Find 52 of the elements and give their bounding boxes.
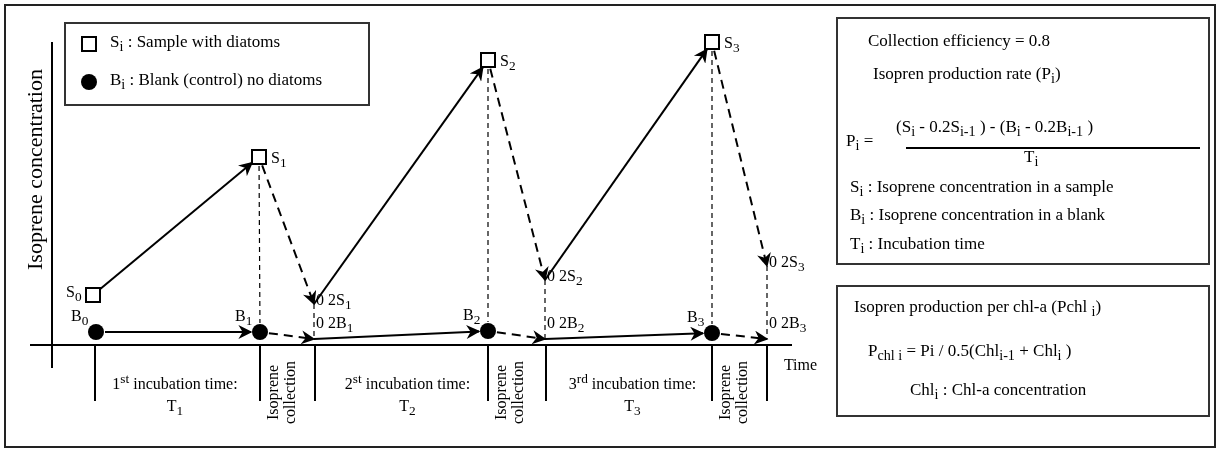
- point-label: 0 2B$_{1}$: [316, 314, 354, 338]
- dashed-drop-line: [544, 279, 546, 340]
- axis-title: Isoprene concentration: [22, 68, 48, 273]
- phase-label: Isoprene collection: [716, 359, 750, 426]
- point-label: B$_{1}$: [235, 307, 253, 331]
- fraction-numerator: (S$_{i}$ - 0.2S$_{i-1}$ ) - (B$_{i}$ - 0.2B$_{i-1}$ ): [896, 117, 1094, 141]
- legend-text: S$_{i}$ : Sample with diatoms: [110, 32, 281, 56]
- definition-text: S$_{i}$ : Isoprene concentration in a sample: [850, 177, 1114, 201]
- arrow: [104, 325, 253, 339]
- arrow: [313, 325, 481, 340]
- dashed-drop-line: [766, 265, 768, 340]
- interval-label: 3$^{rd}$ incubation time: T$_{3}$: [567, 370, 698, 421]
- dashed-arrow: [713, 49, 771, 268]
- definition-text: Chl$_{i}$ : Chl-a concentration: [910, 380, 1087, 404]
- phase-label: Isoprene collection: [264, 359, 298, 426]
- interval-label: 1$^{st}$ incubation time: T$_{1}$: [111, 370, 239, 421]
- panel-text: Collection efficiency = 0.8: [868, 31, 1051, 51]
- formula-text: P$_{chl i}$ = Pi / 0.5(Chl$_{i-1}$ + Chl$_{i}$ ): [868, 341, 1072, 365]
- axis-title: Time: [782, 355, 819, 375]
- dashed-arrow: [719, 330, 769, 345]
- panel-text: Isopren production rate (P$_{i}$): [873, 64, 1061, 88]
- dashed-arrow: [489, 67, 549, 282]
- dashed-drop-line: [258, 165, 261, 324]
- point-label: B$_{3}$: [687, 308, 705, 332]
- point-label: S$_{3}$: [724, 34, 740, 58]
- point-label: 0 2S$_{3}$: [769, 253, 805, 277]
- point-label: S$_{1}$: [271, 149, 287, 173]
- interval-label: 2$^{st}$ incubation time: T$_{2}$: [343, 370, 472, 421]
- point-label: 0 2B$_{3}$: [769, 314, 807, 338]
- dashed-arrow: [495, 330, 547, 345]
- definition-text: B$_{i}$ : Isoprene concentration in a blank: [850, 205, 1106, 229]
- point-label: 0 2B$_{2}$: [547, 314, 585, 338]
- dashed-arrow: [261, 164, 317, 306]
- arrow: [98, 161, 254, 291]
- formula-panel: [836, 285, 1210, 417]
- definition-text: T$_{i}$ : Incubation time: [850, 234, 985, 258]
- point-label: S$_{0}$: [66, 283, 82, 307]
- fraction-denominator: T$_{i}$: [1024, 147, 1039, 171]
- dashed-arrow: [267, 330, 316, 345]
- point-label: B$_{0}$: [71, 307, 89, 331]
- point-label: B$_{2}$: [463, 306, 481, 330]
- dashed-drop-line: [487, 68, 489, 323]
- arrow: [544, 326, 705, 341]
- legend-text: B$_{i}$ : Blank (control) no diatoms: [110, 70, 323, 94]
- dashed-drop-line: [711, 50, 713, 325]
- phase-label: Isoprene collection: [492, 359, 526, 426]
- panel-text: Isopren production per chl-a (Pchl $_{i}$): [854, 297, 1102, 321]
- point-label: S$_{2}$: [500, 52, 516, 76]
- arrow: [544, 48, 708, 281]
- formula-panel: [836, 17, 1210, 265]
- formula-text: P$_{i}$ =: [846, 131, 874, 155]
- arrow: [313, 66, 484, 305]
